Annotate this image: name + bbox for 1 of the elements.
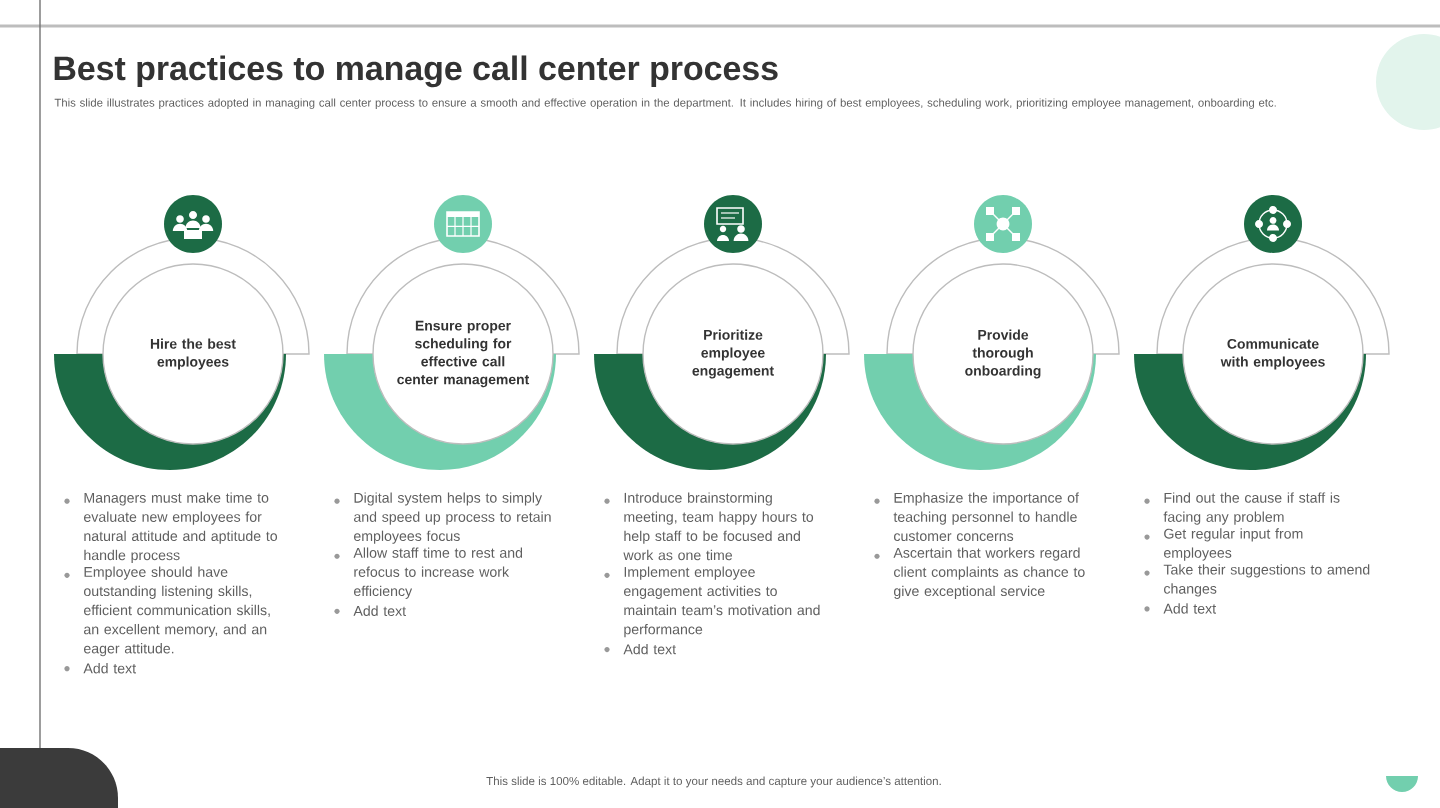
title: Best practices to manage call center process (54, 55, 778, 88)
